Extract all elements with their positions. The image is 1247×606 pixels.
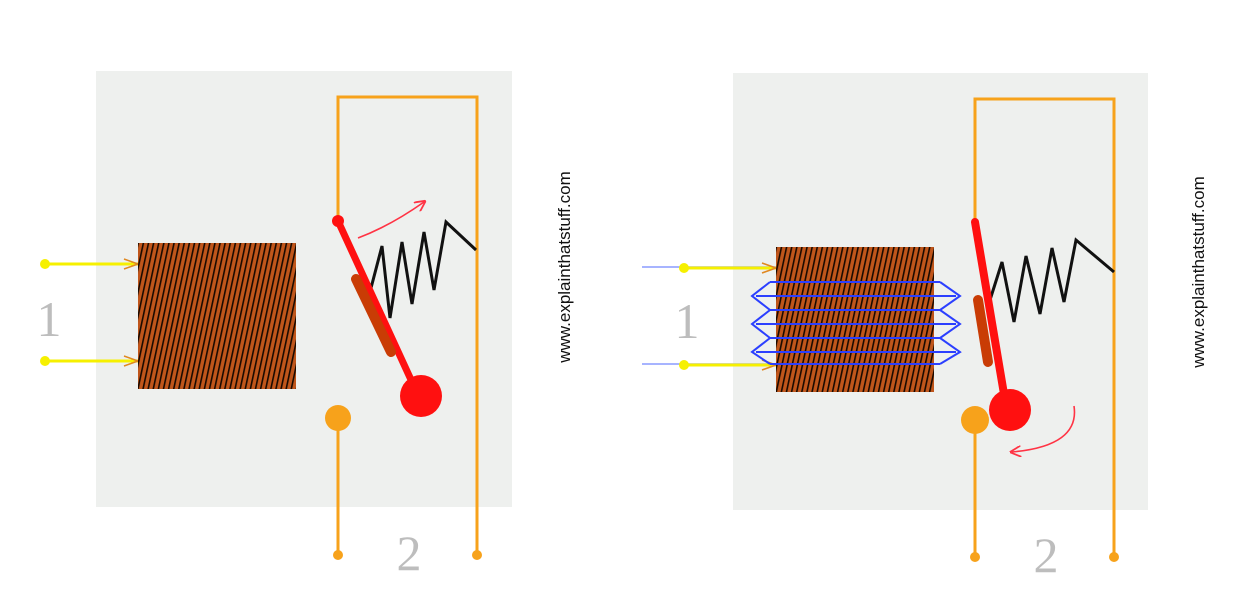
output-circuit	[973, 97, 1116, 557]
input-terminals	[40, 258, 141, 367]
input-label: 1	[37, 291, 62, 347]
return-spring	[988, 237, 1115, 323]
fixed-contact	[961, 406, 989, 434]
output-terminal-right	[1109, 552, 1119, 562]
input-terminal-bottom	[679, 360, 689, 370]
motion-arrow-icon	[357, 202, 424, 239]
output-circuit	[336, 95, 479, 555]
watermark-text: www.explainthatstuff.com	[1189, 176, 1208, 369]
input-terminal-top	[679, 263, 689, 273]
output-terminal-left	[333, 550, 343, 560]
input-terminal-top	[40, 259, 50, 269]
armature-contact-pad	[351, 274, 396, 357]
electromagnet-coil	[138, 243, 296, 389]
output-terminal-left	[970, 552, 980, 562]
relay-off-diagram: 1 2 www.explainthatstuff.com	[37, 71, 574, 581]
input-terminal-bottom	[40, 356, 50, 366]
armature-contact-pad	[973, 295, 993, 367]
output-label: 2	[1034, 527, 1059, 583]
watermark-text: www.explainthatstuff.com	[555, 171, 574, 364]
moving-contact	[989, 389, 1031, 431]
input-label: 1	[675, 293, 700, 349]
moving-contact	[400, 375, 442, 417]
return-spring	[369, 219, 478, 319]
output-terminal-right	[472, 550, 482, 560]
magnetic-field-lines	[750, 281, 962, 365]
motion-arrow-icon	[1012, 405, 1076, 452]
armature-lever	[971, 218, 1009, 404]
output-label: 2	[397, 525, 422, 581]
fixed-contact	[325, 405, 351, 431]
electromagnet-coil	[776, 247, 934, 392]
input-terminals	[642, 262, 779, 371]
armature-lever	[334, 217, 422, 399]
relay-on-diagram: 1 2 www.explainthatstuff.com	[642, 73, 1208, 583]
armature-pivot	[332, 215, 344, 227]
